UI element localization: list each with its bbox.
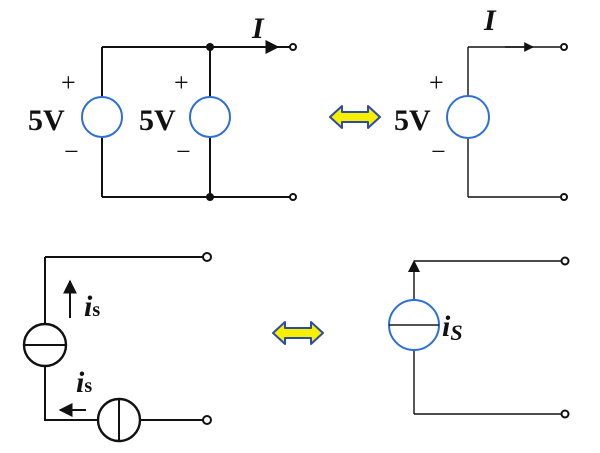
bottom-left-loop-wire xyxy=(44,257,203,421)
source-minus: − xyxy=(431,137,446,166)
source-value: 5V xyxy=(394,104,431,137)
voltage-source-equivalent xyxy=(446,95,490,139)
voltage-source-2 xyxy=(189,96,231,138)
voltage-source-1 xyxy=(81,96,123,138)
current-label-is-horizontal: is xyxy=(76,366,92,399)
top-left-circuit: I + − 5V + − 5V xyxy=(28,12,297,201)
up-arrow-icon xyxy=(408,260,420,272)
double-arrow-icon xyxy=(329,105,381,129)
double-arrow-icon xyxy=(272,321,324,345)
current-source-horizontal xyxy=(96,397,142,443)
terminal-top[interactable] xyxy=(289,43,297,51)
terminal-top[interactable] xyxy=(202,252,212,262)
terminal-bottom[interactable] xyxy=(202,415,212,425)
bottom-right-circuit: iS xyxy=(388,256,570,419)
top-right-circuit: I + − 5V xyxy=(394,4,568,201)
current-source-equivalent xyxy=(388,299,440,351)
source2-value: 5V xyxy=(139,104,176,137)
current-source-vertical xyxy=(22,322,68,368)
source1-minus: − xyxy=(64,137,79,166)
source2-plus: + xyxy=(174,68,189,97)
terminal-bottom[interactable] xyxy=(560,409,570,419)
source-plus: + xyxy=(429,68,444,97)
source1-plus: + xyxy=(61,68,76,97)
source1-value: 5V xyxy=(28,104,65,137)
terminal-bottom[interactable] xyxy=(289,193,297,201)
terminal-top[interactable] xyxy=(560,43,568,51)
current-label-i: I xyxy=(251,12,265,45)
junction-dot-top xyxy=(206,43,214,51)
source2-minus: − xyxy=(176,137,191,166)
current-label-is-vertical: is xyxy=(84,290,100,323)
terminal-bottom[interactable] xyxy=(560,193,568,201)
current-label-is: iS xyxy=(442,310,463,345)
junction-dot-bottom xyxy=(206,193,214,201)
bottom-left-circuit: is is xyxy=(22,252,212,443)
current-label-i: I xyxy=(483,4,497,37)
terminal-top[interactable] xyxy=(560,256,570,266)
